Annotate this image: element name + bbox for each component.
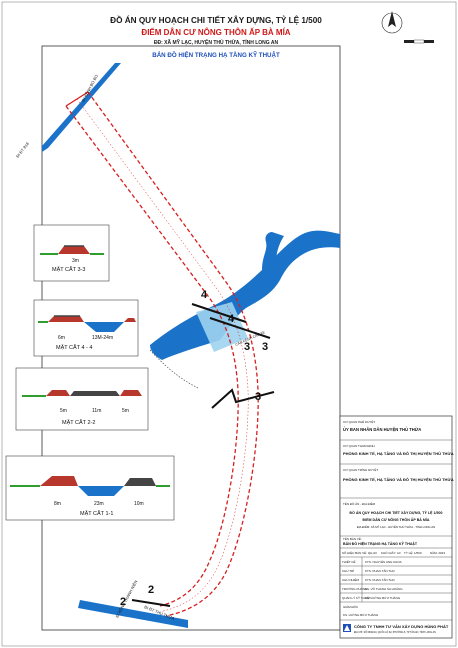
section-3-dim: 3m (72, 258, 79, 264)
tb-agency2-label: CƠ QUAN TRÌNH DUYỆT (343, 467, 378, 472)
label-road-dt818: ĐI ĐT 818 (15, 141, 31, 159)
cross-section-2-2: 5m 11m 5m MẶT CẮT 2-2 (15, 367, 149, 431)
tb-drawing-name: BẢN ĐỒ HIỆN TRẠNG HẠ TẦNG KỸ THUẬT (343, 541, 418, 546)
cut-4-4: 4 4 (191, 289, 247, 325)
cross-section-3-3: 3m MẶT CẮT 3-3 (33, 224, 110, 282)
tb-scale: TỶ LỆ: 1/500 (404, 550, 422, 555)
cut-3-label-a: 3 (244, 341, 250, 353)
cut-3-3: 3 3 (209, 317, 271, 353)
tb-project-header: TÊN ĐỒ ÁN - ĐỊA ĐIỂM (343, 501, 376, 506)
tb-director-label: GIÁM ĐỐC (343, 604, 359, 609)
tb-company: CÔNG TY TNHH TƯ VẤN XÂY DỰNG HÙNG PHÁT (354, 624, 449, 629)
tb-role-name: KS. HUỲNH BỬU THÀNG (365, 595, 401, 600)
tb-project-line3: ĐỊA ĐIỂM: XÃ MỸ LẠC - HUYỆN THỦ THỪA - T… (357, 524, 435, 529)
canal-branch (262, 232, 284, 270)
tb-paper-size: KHỔ GIẤY: A3 (381, 550, 401, 555)
section-4-dim-b: 13M-24m (92, 335, 113, 341)
section-4-dim-a: 6m (58, 335, 65, 341)
road-route (65, 91, 259, 617)
section-4-label: MẶT CẮT 4 - 4 (56, 343, 92, 351)
section-1-dim-b: 23m (94, 501, 104, 507)
tb-appraiser: PHÒNG KINH TẾ, HẠ TẦNG VÀ ĐÔ THỊ HUYỆN T… (343, 451, 454, 456)
section-1-dim-a: 8m (54, 501, 61, 507)
bank-line (149, 349, 199, 389)
header-title: ĐỒ ÁN QUY HOẠCH CHI TIẾT XÂY DỰNG, TỶ LỆ… (110, 14, 322, 25)
map-title: BẢN ĐỒ HIỆN TRẠNG HẠ TẦNG KỸ THUẬT (152, 51, 280, 59)
tb-role-label: QUẢN LÝ KỸ THUẬT (342, 595, 371, 600)
cut-3-label-b: 3 (262, 341, 268, 353)
tb-role-name: KTS. NGUYỄN ANH KHOA (365, 559, 402, 564)
tb-company-address: ĐỊA CHỈ: SỐ 68/02/10, QUỐC LỘ 62, PHƯỜNG… (354, 631, 436, 634)
tb-role-label: THIẾT KẾ (342, 559, 355, 564)
tb-drawing-name-label: TÊN BẢN VẼ: (343, 536, 362, 541)
section-1-dim-c: 10m (134, 501, 144, 507)
cut-2-2: 3 (211, 388, 275, 409)
north-arrow-icon (381, 11, 403, 34)
tb-role-label: CHỦ NHIỆM (342, 577, 360, 582)
cut-2-label-a: 2 (120, 596, 126, 608)
cut-2-label-b: 2 (148, 584, 154, 596)
tb-role-label: TRƯỞNG PHÒNG (342, 586, 368, 591)
cut-4-label-b: 4 (228, 313, 235, 325)
tb-roles: THIẾT KẾ KTS. NGUYỄN ANH KHOA CHỦ TRÌ KTS. … (342, 559, 403, 600)
tb-director: KS. HUỲNH BỬU THÀNG (343, 612, 379, 617)
tb-role-name: KS. VÕ THANH SA HOÀNG (365, 586, 403, 591)
tb-role-name: KTS. PHAN TẤN THỌ (365, 577, 395, 582)
section-2-dim-b: 11m (92, 408, 101, 414)
tb-role-name: KTS. PHAN TẤN THỌ (365, 568, 395, 573)
tb-sheet-no: SỐ HIỆU BẢN VẼ: QH-03 (342, 550, 377, 555)
cut-1-1: 2 2 (120, 584, 171, 608)
section-2-dim-c: 5m (122, 408, 129, 414)
title-block: CƠ QUAN PHÊ DUYỆT ỦY BAN NHÂN DÂN HUYỆN … (339, 415, 454, 639)
tb-approver: ỦY BAN NHÂN DÂN HUYỆN THỦ THỪA (343, 427, 421, 432)
canal-bottom (78, 600, 188, 628)
section-3-label: MẶT CẮT 3-3 (52, 265, 85, 273)
tb-agency1-label: CƠ QUAN THẨM ĐỊNH (343, 443, 375, 448)
company-logo-icon (343, 624, 351, 632)
section-2-dim-a: 5m (60, 408, 67, 414)
bridge-area (196, 302, 248, 352)
header-subtitle: ĐIỂM DÂN CƯ NÔNG THÔN ẤP BÀ MÍA (141, 27, 290, 37)
tb-project-line2: ĐIỂM DÂN CƯ NÔNG THÔN ẤP BÀ MÍA (362, 517, 429, 522)
tb-approval-label: CƠ QUAN PHÊ DUYỆT (343, 419, 375, 424)
canal-top-left (42, 63, 121, 152)
cross-section-4-4: 6m 13M-24m MẶT CẮT 4 - 4 (33, 299, 139, 357)
section-1-label: MẶT CẮT 1-1 (80, 509, 113, 517)
cross-section-1-1: 8m 23m 10m MẶT CẮT 1-1 (5, 455, 175, 521)
tb-date: NĂM: 2023 (430, 551, 445, 555)
header-location: ĐĐ: XÃ MỸ LẠC, HUYỆN THỦ THỪA, TỈNH LONG… (154, 38, 279, 46)
tb-role-label: CHỦ TRÌ (342, 568, 354, 573)
section-2-label: MẶT CẮT 2-2 (62, 418, 95, 426)
cut-4-label-a: 4 (201, 289, 208, 301)
scale-bar (404, 39, 434, 44)
tb-project-line1: ĐỒ ÁN QUY HOẠCH CHI TIẾT XÂY DỰNG, TỶ LỆ… (350, 510, 443, 515)
cut-3-label-c: 3 (255, 391, 261, 403)
tb-submitter: PHÒNG KINH TẾ, HẠ TẦNG VÀ ĐÔ THỊ HUYỆN T… (343, 477, 454, 482)
canal-cau-xe (150, 230, 340, 360)
